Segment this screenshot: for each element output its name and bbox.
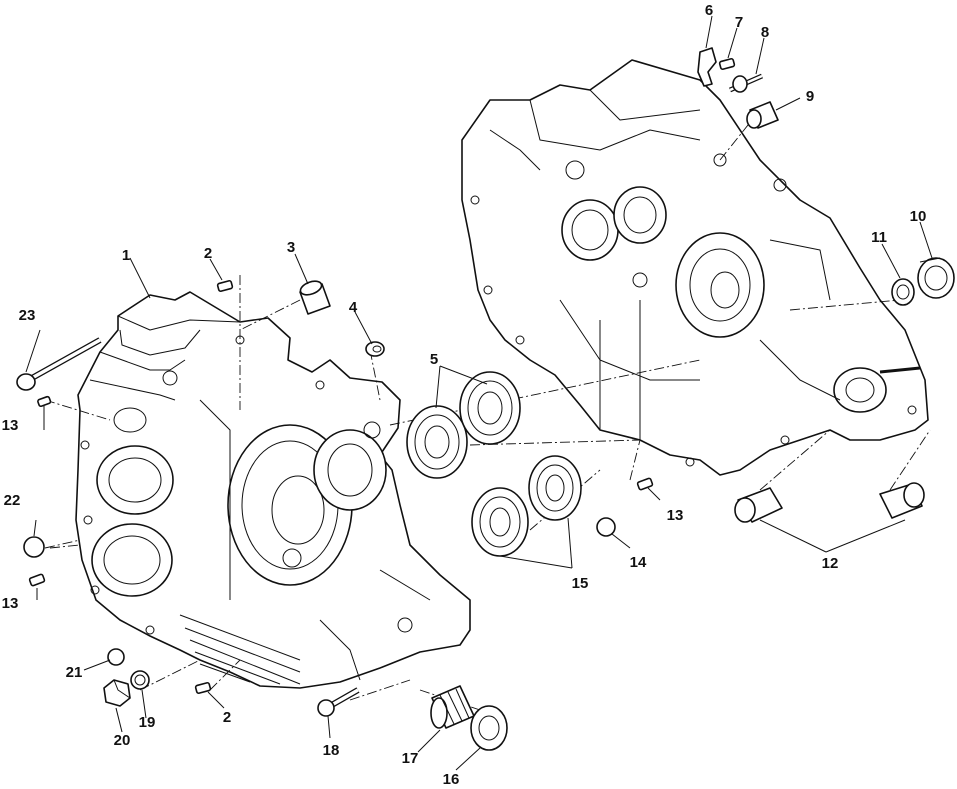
- callout-14: 14: [630, 554, 647, 571]
- alignment-lines: [44, 109, 931, 711]
- callout-2-bottom: 2: [223, 709, 231, 726]
- plug-22: [23, 536, 45, 558]
- sleeve-12-b: [879, 482, 925, 519]
- callout-7: 7: [735, 14, 743, 31]
- callout-3: 3: [287, 239, 295, 256]
- screw-7: [718, 57, 736, 71]
- pin-4: [365, 341, 385, 357]
- callout-15: 15: [572, 575, 589, 592]
- washer-19: [130, 670, 150, 690]
- callout-20: 20: [114, 732, 131, 749]
- callout-10: 10: [910, 208, 927, 225]
- dowel-2-top: [216, 279, 234, 293]
- callout-13-top: 13: [2, 417, 19, 434]
- callout-9: 9: [806, 88, 814, 105]
- callout-11: 11: [871, 229, 887, 246]
- bracket-6: [697, 47, 717, 87]
- leader-lines: [25, 15, 933, 771]
- sleeve-3: [299, 280, 331, 315]
- ball-14: [596, 517, 616, 537]
- callout-23: 23: [19, 307, 36, 324]
- callout-4: 4: [349, 299, 358, 316]
- callout-22: 22: [4, 492, 21, 509]
- dowel-13-bottom: [28, 573, 46, 587]
- sleeve-12-a: [734, 487, 783, 523]
- callout-21: 21: [66, 664, 83, 681]
- o-ring-21: [107, 648, 125, 666]
- drain-plug-20: [103, 679, 131, 707]
- callout-labels: 1 2 3 4 5 6 7 8 9 10 11 12 13 13 13 14 1…: [2, 2, 927, 788]
- seal-10: [917, 257, 955, 299]
- callout-18: 18: [323, 742, 340, 759]
- left-crankcase-half: [75, 291, 471, 689]
- callout-13-bottom: 13: [2, 595, 19, 612]
- callout-5: 5: [430, 351, 438, 368]
- callout-16: 16: [443, 771, 460, 788]
- dowel-2-bottom: [194, 681, 212, 695]
- callout-12: 12: [822, 555, 839, 572]
- dowel-13-right: [636, 477, 654, 491]
- bolt-23: [16, 337, 102, 391]
- right-crankcase-half: [461, 59, 929, 476]
- bolt-8: [728, 73, 764, 93]
- bolt-18: [317, 687, 360, 717]
- callout-17: 17: [402, 750, 419, 767]
- callout-13-right: 13: [667, 507, 684, 524]
- callout-6: 6: [705, 2, 713, 19]
- callout-1: 1: [122, 247, 130, 264]
- callout-8: 8: [761, 24, 769, 41]
- bearing-5-a: [406, 405, 468, 479]
- seal-16: [470, 705, 508, 751]
- dowel-13-top: [37, 395, 52, 408]
- bushing-9: [746, 101, 779, 129]
- bearing-15-b: [528, 455, 582, 521]
- callout-19: 19: [139, 714, 156, 731]
- bearing-15-a: [471, 487, 529, 557]
- bearing-5-b: [459, 371, 521, 445]
- callout-2-top: 2: [204, 245, 212, 262]
- seal-11: [891, 278, 915, 306]
- needle-bearing-17: [430, 685, 475, 729]
